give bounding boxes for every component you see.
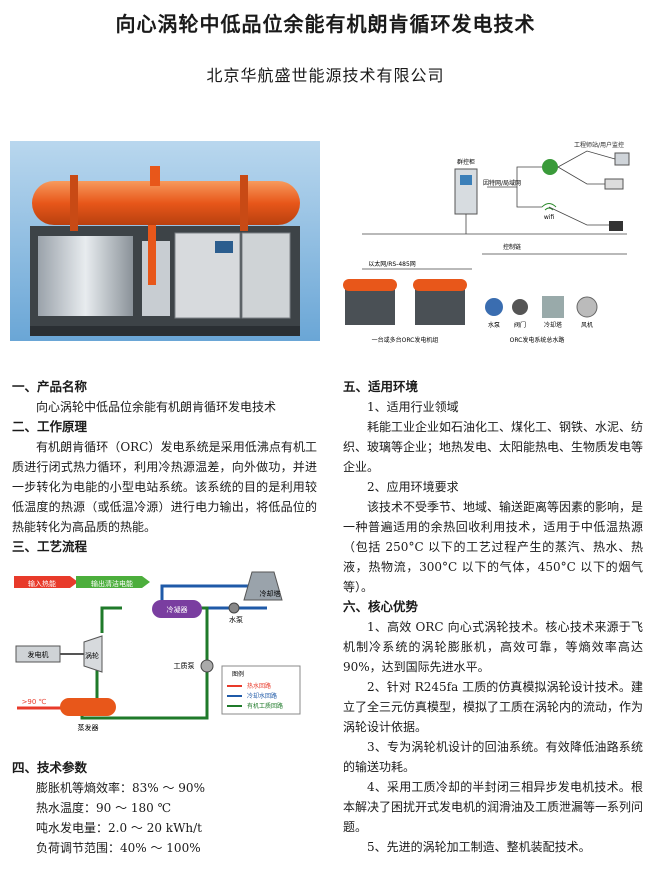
globe-icon bbox=[542, 159, 558, 175]
legend-working-fluid: 有机工质回路 bbox=[247, 702, 283, 710]
advantage-4: 4、采用工质冷却的半封闭三相异步发电机技术。根本解决了困扰开式发电机的润滑油及工… bbox=[343, 780, 644, 834]
ethernet-label: 以太网/RS-485网 bbox=[368, 260, 416, 268]
working-principle-text: 有机朗肯循环（ORC）发电系统是采用低沸点有机工质进行闭式热力循环，利用冷热源温… bbox=[12, 440, 317, 534]
left-column: 一、产品名称 向心涡轮中低品位余能有机朗肯循环发电技术 二、工作原理 有机朗肯循… bbox=[12, 377, 317, 557]
legend-cooling-water: 冷却水回路 bbox=[247, 692, 277, 700]
pump-label: 水泵 bbox=[488, 321, 500, 329]
output-arrow bbox=[76, 576, 150, 588]
control-loop-label: ORC发电系统总水路 bbox=[510, 336, 565, 344]
cooling-tower bbox=[243, 571, 283, 601]
legend-hot-water: 热水回路 bbox=[247, 682, 271, 690]
monitor-label: 工程师站/用户监控 bbox=[574, 141, 624, 149]
orc-unit-1 bbox=[343, 279, 397, 325]
network-label: 因特网/局域网 bbox=[483, 179, 521, 187]
cooling-tower-flow-label: 冷却塔 bbox=[260, 589, 281, 598]
system-architecture-diagram: 工程师站/用户监控 wifi 群控柜 因特网/局域网 控制链 以太网/RS-48… bbox=[343, 141, 630, 344]
environment-subtitle: 2、应用环境要求 bbox=[367, 480, 459, 494]
document-title: 向心涡轮中低品位余能有机朗肯循环发电技术 bbox=[115, 12, 536, 36]
cooling-tower-label: 冷却塔 bbox=[544, 321, 562, 329]
water-pump bbox=[228, 602, 240, 614]
turbine-label: 涡轮 bbox=[85, 651, 99, 660]
right-column: 五、适用环境 1、适用行业领域 耗能工业企业如石油化工、煤化工、钢铁、水泥、纺织… bbox=[343, 377, 643, 857]
working-pump-label: 工质泵 bbox=[174, 661, 195, 670]
cooling-tower-icon bbox=[542, 296, 564, 318]
industry-subtitle: 1、适用行业领域 bbox=[367, 400, 459, 414]
cabinet-label: 群控柜 bbox=[457, 158, 475, 166]
orc-unit-photo bbox=[10, 141, 320, 341]
fan-icon bbox=[576, 296, 598, 318]
pump-icon bbox=[485, 298, 503, 316]
control-bus-label: 控制链 bbox=[503, 243, 521, 251]
water-pump-label: 水泵 bbox=[229, 615, 243, 624]
generator-label: 发电机 bbox=[28, 650, 49, 659]
section-1-title: 一、产品名称 bbox=[12, 379, 88, 394]
product-name-text: 向心涡轮中低品位余能有机朗肯循环发电技术 bbox=[36, 400, 277, 414]
valve-label: 阀门 bbox=[514, 321, 526, 329]
evaporator bbox=[60, 698, 116, 716]
advantage-5: 5、先进的涡轮加工制造、整机装配技术。 bbox=[367, 840, 591, 854]
input-arrow bbox=[14, 576, 78, 588]
section-5-title: 五、适用环境 bbox=[343, 379, 419, 394]
advantage-2: 2、针对 R245fa 工质的仿真模拟涡轮设计技术。建立了全三元仿真模型，模拟了… bbox=[343, 680, 644, 734]
condenser-label: 冷凝器 bbox=[167, 605, 188, 614]
temperature-label: >90 ℃ bbox=[22, 698, 47, 706]
input-label: 输入热能 bbox=[28, 579, 56, 588]
units-label: 一台或多台ORC发电机组 bbox=[372, 336, 439, 344]
section-2-title: 二、工作原理 bbox=[12, 419, 88, 434]
environment-text: 该技术不受季节、地域、输送距离等因素的影响，是一种普遍适用的余热回收利用技术，适… bbox=[343, 500, 644, 594]
computer-icon bbox=[614, 152, 630, 166]
laptop-icon bbox=[604, 178, 624, 190]
param-power-per-ton: 吨水发电量：2.0 ～ 20 kWh/t bbox=[36, 821, 202, 835]
param-water-temp: 热水温度：90 ～ 180 ℃ bbox=[36, 801, 172, 815]
param-efficiency: 膨胀机等熵效率：83% ～ 90% bbox=[36, 781, 205, 795]
wifi-icon bbox=[541, 203, 557, 211]
section-4-title: 四、技术参数 bbox=[12, 760, 88, 775]
evaporator-label: 蒸发器 bbox=[78, 723, 99, 732]
section-6-title: 六、核心优势 bbox=[343, 599, 419, 614]
advantage-1: 1、高效 ORC 向心式涡轮技术。核心技术来源于飞机制冷系统的涡轮膨胀机，高效可… bbox=[343, 620, 643, 674]
phone-icon bbox=[609, 221, 623, 231]
section-3-title: 三、工艺流程 bbox=[12, 539, 88, 554]
legend-title: 图例 bbox=[232, 670, 244, 678]
orc-unit-2 bbox=[413, 279, 467, 325]
wifi-label: wifi bbox=[544, 214, 555, 221]
tech-params-section: 四、技术参数 膨胀机等熵效率：83% ～ 90% 热水温度：90 ～ 180 ℃… bbox=[12, 758, 317, 858]
flow-legend: 图例 热水回路 冷却水回路 有机工质回路 bbox=[221, 665, 301, 715]
condenser bbox=[152, 600, 202, 618]
company-name: 北京华航盛世能源技术有限公司 bbox=[206, 66, 445, 85]
fan-label: 风机 bbox=[581, 321, 593, 329]
turbine bbox=[83, 635, 103, 673]
param-load-range: 负荷调节范围：40% ～ 100% bbox=[36, 841, 201, 855]
industry-text: 耗能工业企业如石油化工、煤化工、钢铁、水泥、纺织、玻璃等企业；地热发电、太阳能热… bbox=[343, 420, 644, 474]
advantage-3: 3、专为涡轮机设计的回油系统。有效降低油路系统的输送功耗。 bbox=[343, 740, 643, 774]
valve-icon bbox=[512, 299, 528, 315]
working-pump bbox=[200, 659, 214, 673]
process-flow-diagram: 输入热能 输出清洁电能 冷凝器 冷却塔 水泵 发电机 涡轮 工质泵 蒸发器 >9… bbox=[14, 571, 301, 732]
output-label: 输出清洁电能 bbox=[91, 579, 133, 588]
